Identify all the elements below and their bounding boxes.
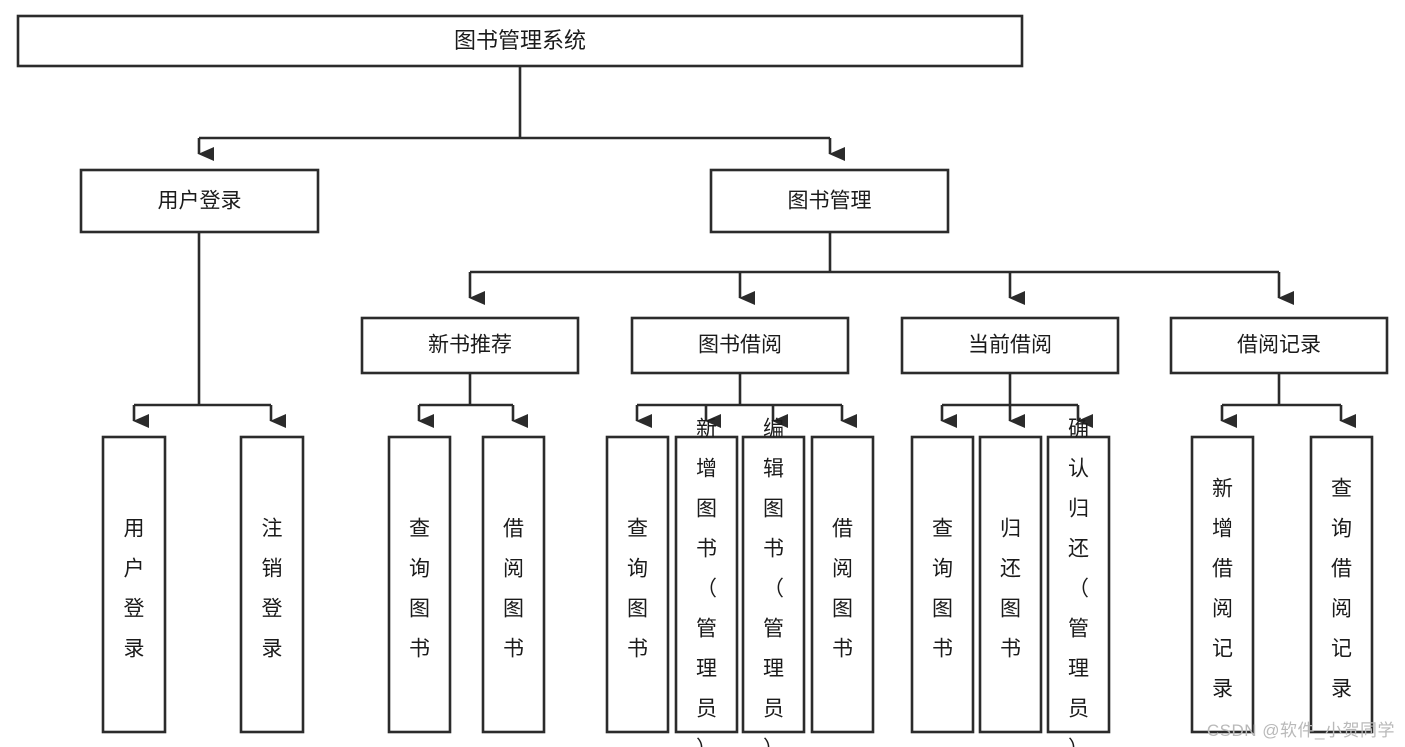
leaf-label: 归还图书 xyxy=(1000,518,1021,661)
leaf-box[interactable] xyxy=(1309,435,1374,734)
leaf-label: 查询图书 xyxy=(409,518,430,661)
leaf-new-book-rec-1[interactable]: 借阅图书 xyxy=(481,435,546,734)
leaf-book-borrow-0[interactable]: 查询图书 xyxy=(605,435,670,734)
node-root-label: 图书管理系统 xyxy=(454,28,586,53)
node-borrow-record-label: 借阅记录 xyxy=(1237,334,1321,357)
leaf-box[interactable] xyxy=(239,435,305,734)
node-current-borrow-box[interactable] xyxy=(900,316,1120,375)
node-root[interactable]: 图书管理系统 xyxy=(16,14,1024,68)
leaf-new-book-rec-0[interactable]: 查询图书 xyxy=(387,435,452,734)
leaf-label: 查询图书 xyxy=(932,518,953,661)
node-user-login-box[interactable] xyxy=(79,168,320,234)
node-new-book-rec[interactable]: 新书推荐 xyxy=(360,316,580,375)
leaf-current-borrow-0[interactable]: 查询图书 xyxy=(910,435,975,734)
node-borrow-record[interactable]: 借阅记录 xyxy=(1169,316,1389,375)
node-book-manage-box[interactable] xyxy=(709,168,950,234)
node-book-manage-label: 图书管理 xyxy=(788,190,872,213)
node-root-box[interactable] xyxy=(16,14,1024,68)
node-book-borrow[interactable]: 图书借阅 xyxy=(630,316,850,375)
leaf-borrow-record-0[interactable]: 新增借阅记录 xyxy=(1190,435,1255,734)
leaf-label: 确认归还（管理员） xyxy=(1068,418,1089,747)
node-borrow-record-box[interactable] xyxy=(1169,316,1389,375)
leaf-borrow-record-1[interactable]: 查询借阅记录 xyxy=(1309,435,1374,734)
csdn-watermark: CSDN @软件_小贺同学 xyxy=(1206,721,1395,740)
node-new-book-rec-label: 新书推荐 xyxy=(428,334,512,357)
leaf-box[interactable] xyxy=(810,435,875,734)
leaf-label: 注销登录 xyxy=(262,518,283,661)
node-current-borrow-label: 当前借阅 xyxy=(968,334,1052,357)
leaf-label: 编辑图书（管理员） xyxy=(763,418,784,747)
leaf-label: 新增借阅记录 xyxy=(1212,478,1233,701)
leaf-label: 查询图书 xyxy=(627,518,648,661)
leaf-current-borrow-1[interactable]: 归还图书 xyxy=(978,435,1043,734)
leaf-box[interactable] xyxy=(1046,435,1111,734)
leaf-box[interactable] xyxy=(978,435,1043,734)
node-new-book-rec-box[interactable] xyxy=(360,316,580,375)
leaf-current-borrow-2[interactable]: 确认归还（管理员） xyxy=(1046,418,1111,747)
leaf-box[interactable] xyxy=(605,435,670,734)
leaf-box[interactable] xyxy=(674,435,739,734)
leaf-user-login-0[interactable]: 用户登录 xyxy=(101,435,167,734)
leaf-label: 查询借阅记录 xyxy=(1331,478,1352,701)
node-book-manage[interactable]: 图书管理 xyxy=(709,168,950,234)
leaf-book-borrow-3[interactable]: 借阅图书 xyxy=(810,435,875,734)
leaf-box[interactable] xyxy=(101,435,167,734)
leaf-label: 借阅图书 xyxy=(832,518,853,661)
leaf-label: 借阅图书 xyxy=(503,518,524,661)
leaf-book-borrow-2[interactable]: 编辑图书（管理员） xyxy=(741,418,806,747)
node-book-borrow-label: 图书借阅 xyxy=(698,334,782,357)
leaf-box[interactable] xyxy=(1190,435,1255,734)
node-current-borrow[interactable]: 当前借阅 xyxy=(900,316,1120,375)
node-user-login-label: 用户登录 xyxy=(158,190,242,213)
leaf-label: 新增图书（管理员） xyxy=(696,418,717,747)
connectors xyxy=(132,66,1356,428)
node-book-borrow-box[interactable] xyxy=(630,316,850,375)
leaf-box[interactable] xyxy=(910,435,975,734)
leaf-user-login-1[interactable]: 注销登录 xyxy=(239,435,305,734)
leaf-book-borrow-1[interactable]: 新增图书（管理员） xyxy=(674,418,739,747)
leaf-box[interactable] xyxy=(387,435,452,734)
leaf-box[interactable] xyxy=(741,435,806,734)
leaf-label: 用户登录 xyxy=(124,518,145,661)
leaf-nodes: 用户登录 注销登录 查询图书 借阅图书 查询图书 新增图书 xyxy=(101,418,1374,747)
leaf-box[interactable] xyxy=(481,435,546,734)
node-user-login[interactable]: 用户登录 xyxy=(79,168,320,234)
